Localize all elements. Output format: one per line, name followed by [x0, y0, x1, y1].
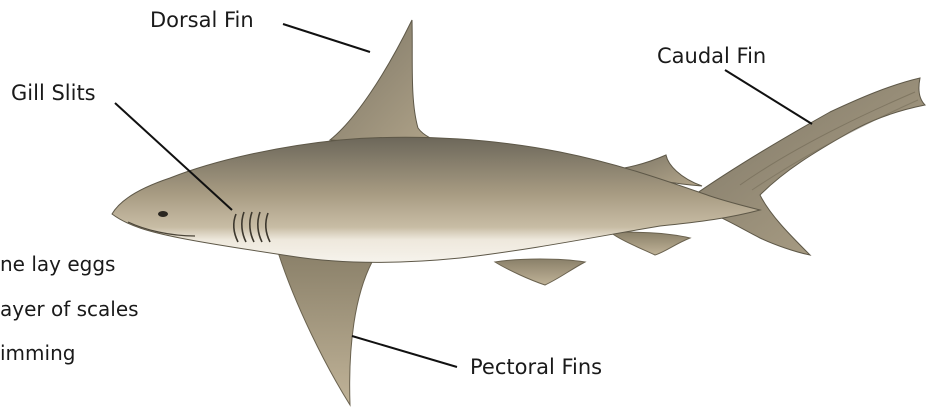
dorsal-fin [330, 20, 450, 146]
pelvic-fin [495, 259, 585, 285]
anal-fin [610, 232, 690, 255]
note-line-2: ayer of scales [0, 299, 139, 319]
dorsal-leader-line [283, 24, 370, 52]
note-line-1: ne lay eggs [0, 254, 115, 274]
gill-slits-label: Gill Slits [11, 83, 96, 104]
pectoral-fins-label: Pectoral Fins [470, 357, 602, 378]
caudal-leader-line [725, 70, 812, 124]
pectoral-leader-line [352, 336, 457, 367]
caudal-fin [690, 78, 925, 255]
dorsal-fin-label: Dorsal Fin [150, 10, 254, 31]
shark-eye [158, 211, 168, 217]
caudal-fin-label: Caudal Fin [657, 46, 766, 67]
note-line-3: imming [0, 343, 75, 363]
pectoral-fin [278, 252, 372, 405]
